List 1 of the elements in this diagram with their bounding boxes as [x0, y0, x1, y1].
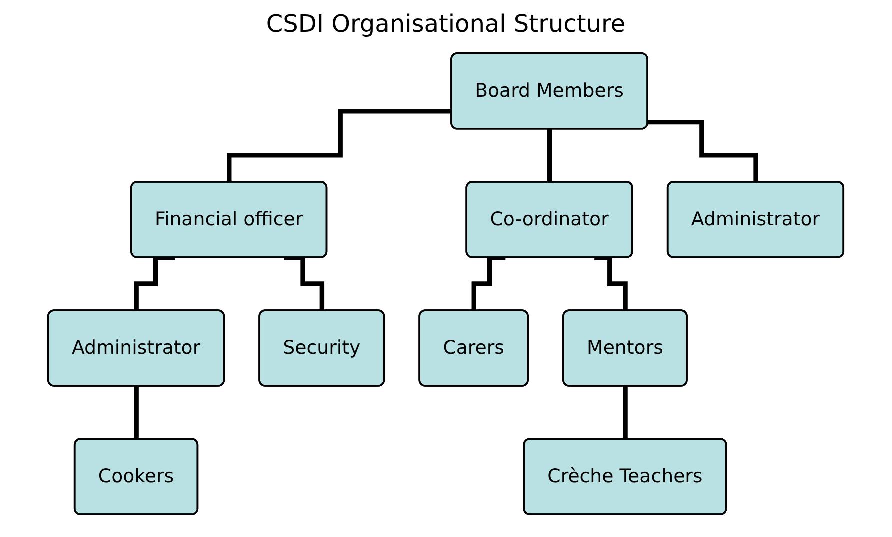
diagram-title: CSDI Organisational Structure: [265, 10, 627, 38]
